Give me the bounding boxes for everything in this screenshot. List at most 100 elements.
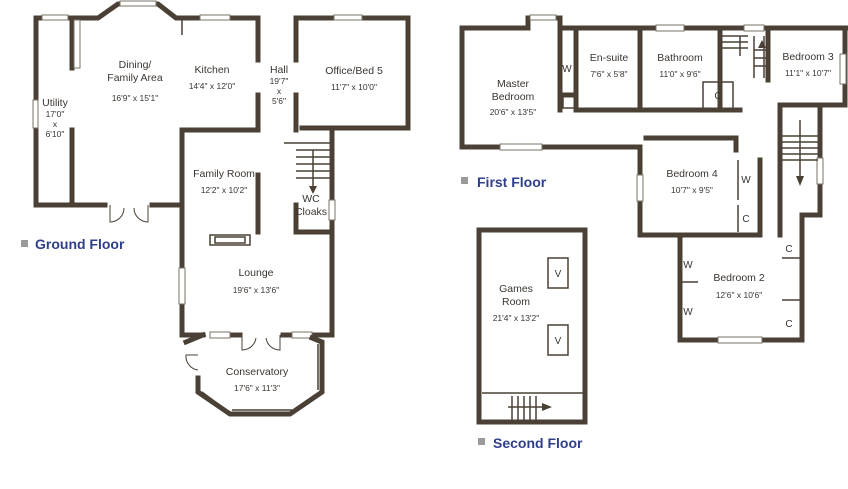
master-dim: 20'6" x 13'5" — [490, 107, 537, 117]
velux-window — [547, 257, 569, 289]
family-room-walls — [179, 127, 261, 235]
ground-stairs — [284, 142, 330, 194]
conservatory-walls — [182, 331, 325, 417]
master-walls — [459, 15, 643, 153]
bedroom4-name: Bedroom 4 — [666, 168, 718, 180]
first-floor-title: First Floor — [477, 174, 547, 190]
hall-dim-x: x — [277, 86, 282, 96]
ground-floor-bullet — [21, 240, 28, 247]
window — [333, 14, 363, 21]
window — [839, 53, 847, 85]
master-name: Master — [497, 78, 530, 90]
conservatory-door — [185, 354, 199, 371]
first-landing-stairs — [717, 24, 771, 78]
dining-dim: 16'9" x 15'1" — [112, 93, 159, 103]
wardrobe-mark: W — [562, 64, 572, 75]
velux-mark: V — [555, 336, 562, 347]
master-name: Bedroom — [492, 91, 535, 103]
conservatory-glazing — [201, 344, 319, 411]
utility-dim-x: x — [53, 119, 58, 129]
bedroom2-name: Bedroom 2 — [713, 272, 765, 284]
second-floor-plan — [476, 227, 588, 425]
bathroom-cupboard — [702, 81, 734, 110]
lounge-walls — [179, 229, 335, 338]
ensuite-walls — [573, 27, 643, 113]
cupboard-mark: C — [785, 244, 792, 255]
kitchen-dim: 14'4" x 12'0" — [189, 81, 236, 91]
second-floor-title: Second Floor — [493, 435, 583, 451]
bedroom3-walls — [765, 25, 848, 108]
lounge-name: Lounge — [238, 267, 273, 279]
french-door — [109, 205, 149, 223]
window — [199, 14, 231, 21]
window — [328, 199, 336, 221]
cupboard-mark: C — [742, 214, 749, 225]
first-floor-labels: Master Bedroom 20'6" x 13'5" W En-suite … — [461, 51, 834, 330]
ground-floor-labels: Utility 17'0" x 6'10" Dining/ Family Are… — [21, 59, 383, 393]
bedroom2-walls — [677, 212, 823, 343]
office-walls — [293, 15, 411, 235]
first-floor-bullet — [461, 177, 468, 184]
bedroom3-dim: 11'1" x 10'7" — [785, 68, 831, 78]
games-room-name: Room — [502, 296, 530, 308]
utility-walls — [33, 15, 108, 208]
family-room-name: Family Room — [193, 168, 255, 180]
ensuite-bath — [562, 95, 576, 109]
second-floor-bullet — [478, 438, 485, 445]
window — [209, 331, 231, 339]
utility-dim: 6'10" — [46, 129, 65, 139]
ensuite-name: En-suite — [590, 52, 629, 64]
conservatory-dim: 17'6" x 11'3" — [234, 383, 280, 393]
fireplace — [209, 234, 251, 246]
games-room-name: Games — [499, 283, 533, 295]
ground-floor-plan — [32, 0, 411, 417]
ground-floor-title: Ground Floor — [35, 236, 125, 252]
wc-name: WC — [302, 193, 320, 205]
window — [119, 0, 157, 7]
window — [73, 19, 81, 69]
games-room-dim: 21'4" x 13'2" — [493, 313, 540, 323]
cupboard-mark: C — [714, 91, 721, 102]
window — [178, 267, 186, 305]
wardrobe-mark: W — [683, 260, 693, 271]
cupboard-mark: C — [785, 319, 792, 330]
utility-name: Utility — [42, 97, 68, 109]
window — [32, 99, 39, 129]
office-dim: 11'7" x 10'0" — [331, 82, 377, 92]
hearth — [214, 236, 246, 244]
velux-window — [547, 324, 569, 356]
games-room-walls — [476, 227, 588, 425]
office-name: Office/Bed 5 — [325, 65, 383, 77]
second-stairs — [482, 392, 583, 420]
dining-name: Dining/ — [119, 59, 152, 71]
kitchen-name: Kitchen — [194, 64, 229, 76]
lounge-dim: 19'6" x 13'6" — [233, 285, 280, 295]
bedroom2-dim: 12'6" x 10'6" — [716, 290, 763, 300]
velux-mark: V — [555, 269, 562, 280]
wc-name: Cloaks — [295, 206, 327, 218]
wardrobe-mark: W — [741, 175, 751, 186]
utility-dim: 17'0" — [46, 109, 65, 119]
window — [499, 143, 543, 151]
french-door — [241, 335, 281, 351]
hall-name: Hall — [270, 64, 288, 76]
first-floor-plan — [459, 14, 848, 344]
bathroom-name: Bathroom — [657, 52, 703, 64]
dining-name: Family Area — [107, 72, 163, 84]
window — [655, 24, 685, 32]
wardrobe-mark: W — [683, 307, 693, 318]
bathroom-dim: 11'0" x 9'6" — [659, 69, 700, 79]
window — [41, 14, 69, 21]
hall-dim: 5'6" — [272, 96, 286, 106]
ensuite-dim: 7'6" x 5'8" — [590, 69, 627, 79]
window — [291, 331, 313, 339]
second-floor-labels: Games Room 21'4" x 13'2" V V Second Floo… — [478, 269, 583, 451]
bedroom3-name: Bedroom 3 — [782, 51, 834, 63]
family-room-dim: 12'2" x 10'2" — [201, 185, 248, 195]
window — [636, 174, 644, 202]
window — [717, 336, 763, 344]
window — [529, 14, 557, 21]
bedroom4-dim: 10'7" x 9'5" — [671, 185, 713, 195]
hall-dim: 19'7" — [270, 76, 289, 86]
